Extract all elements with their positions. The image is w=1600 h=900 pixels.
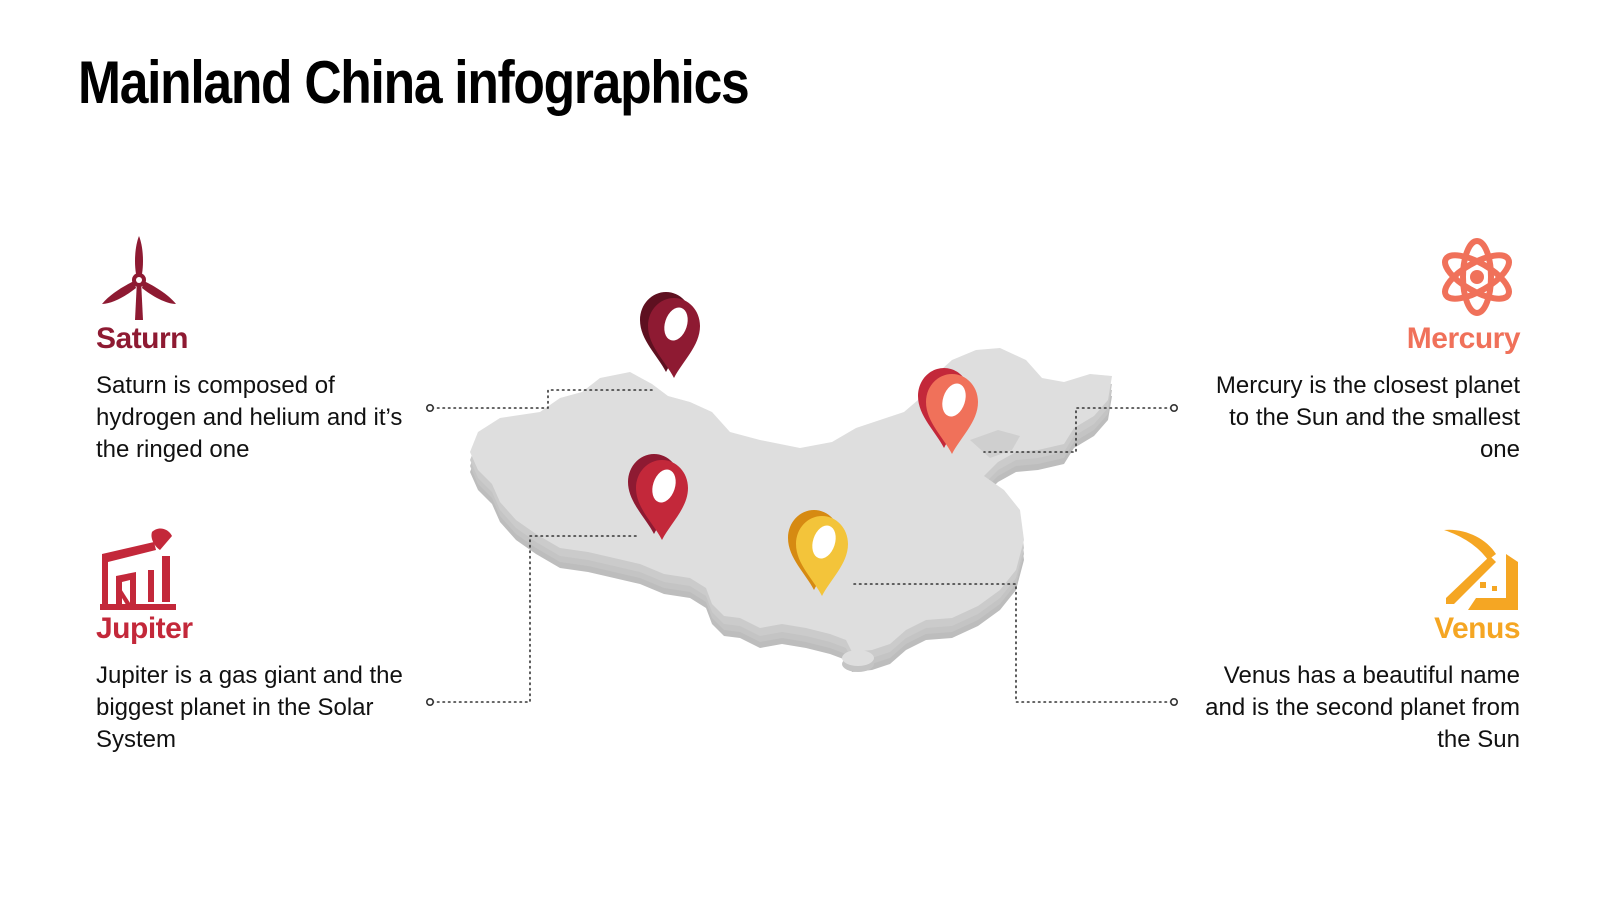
- venus-description: Venus has a beautiful name and is the se…: [1205, 662, 1520, 753]
- jupiter-block: Jupiter Jupiter is a gas giant and the b…: [96, 524, 416, 756]
- venus-name: Venus: [1434, 612, 1520, 645]
- map-top-surface: [470, 348, 1112, 652]
- saturn-description: Saturn is composed of hydrogen and heliu…: [96, 372, 403, 463]
- oil-pump-icon: [100, 528, 176, 610]
- map-pins: [628, 292, 978, 596]
- atom-icon: [1442, 238, 1512, 316]
- map-pin-venus: [788, 510, 848, 596]
- map-pin-jupiter: [628, 454, 688, 540]
- mercury-description: Mercury is the closest planet to the Sun…: [1215, 372, 1520, 463]
- jupiter-name: Jupiter: [96, 612, 193, 645]
- map-pin-mercury: [918, 368, 978, 454]
- connector-venus: [853, 583, 1173, 703]
- connectors: [431, 389, 1173, 703]
- map-shading: [970, 430, 1020, 458]
- map-pin-saturn: [640, 292, 700, 378]
- pickaxe-icon: [1444, 529, 1518, 610]
- mercury-name: Mercury: [1406, 322, 1521, 355]
- saturn-name: Saturn: [96, 322, 189, 355]
- connector-endpoints: [425, 403, 1179, 706]
- saturn-block: Saturn Saturn is composed of hydrogen an…: [96, 234, 416, 466]
- mercury-block: Mercury Mercury is the closest planet to…: [1200, 234, 1521, 466]
- page-title: Mainland China infographics: [78, 49, 750, 116]
- wind-turbine-icon: [102, 236, 176, 320]
- hainan-island: [842, 650, 874, 666]
- venus-block: Venus Venus has a beautiful name and is …: [1200, 524, 1521, 756]
- connector-saturn: [431, 389, 657, 409]
- jupiter-description: Jupiter is a gas giant and the biggest p…: [96, 662, 403, 753]
- connector-jupiter: [431, 535, 637, 703]
